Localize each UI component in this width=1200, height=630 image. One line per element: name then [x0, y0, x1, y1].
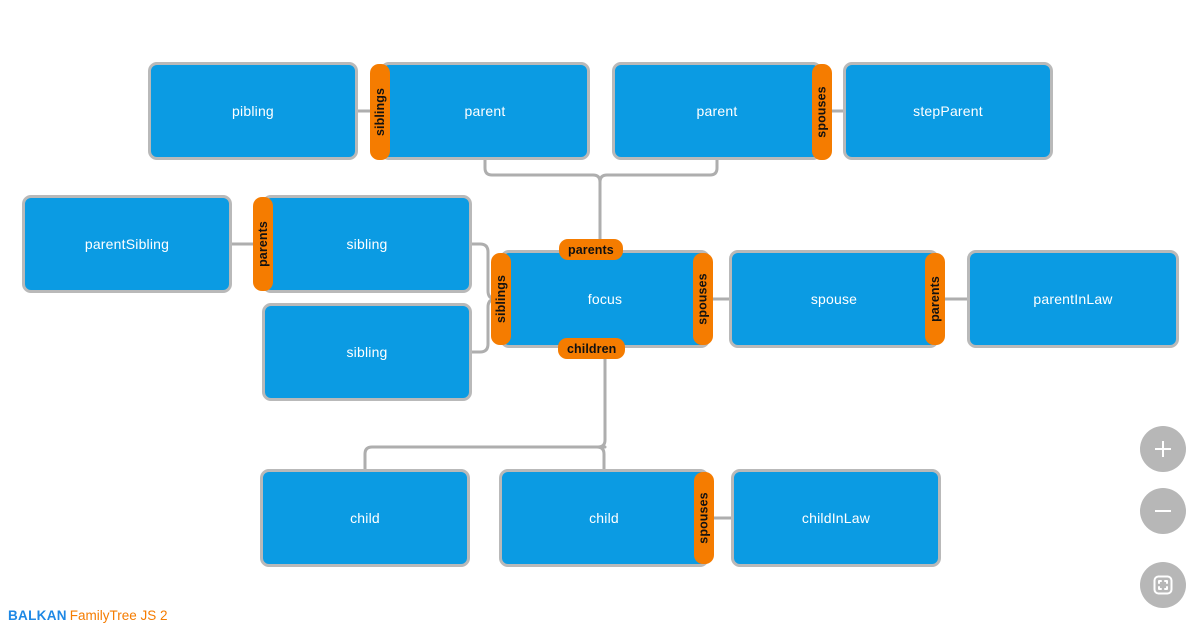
- zoom-in-button[interactable]: [1140, 426, 1186, 472]
- node-parent-sibling[interactable]: parentSibling: [22, 195, 232, 293]
- node-label: parent: [696, 103, 738, 119]
- badge-siblings-focus[interactable]: siblings: [491, 253, 511, 345]
- badge-parents-spouse[interactable]: parents: [925, 253, 945, 345]
- node-label: childInLaw: [801, 510, 871, 526]
- badge-siblings-pibling-parent[interactable]: siblings: [370, 64, 390, 160]
- zoom-out-button[interactable]: [1140, 488, 1186, 534]
- link-parents-bracket: [483, 158, 602, 252]
- badge-label: parents: [568, 242, 614, 257]
- badge-spouses-parent-stepparent[interactable]: spouses: [812, 64, 832, 160]
- node-child-1[interactable]: child: [260, 469, 470, 567]
- node-label: spouse: [810, 291, 858, 307]
- badge-children-focus[interactable]: children: [558, 338, 626, 359]
- node-spouse[interactable]: spouse: [729, 250, 939, 348]
- link-parent2-bracket: [598, 158, 719, 184]
- node-child-2[interactable]: child: [499, 469, 709, 567]
- node-label: parentInLaw: [1033, 291, 1113, 307]
- node-step-parent[interactable]: stepParent: [843, 62, 1053, 160]
- product-name: FamilyTree JS 2: [69, 608, 168, 623]
- node-child-in-law[interactable]: childInLaw: [731, 469, 941, 567]
- plus-icon: [1155, 441, 1171, 457]
- badge-parents-focus[interactable]: parents: [559, 239, 623, 260]
- badge-label: spouses: [696, 273, 711, 325]
- badge-spouses-child[interactable]: spouses: [694, 472, 714, 564]
- badge-label: siblings: [373, 87, 387, 137]
- node-focus[interactable]: focus: [500, 250, 710, 348]
- badge-label: spouses: [815, 86, 830, 138]
- badge-label: siblings: [494, 274, 508, 324]
- badge-spouses-focus[interactable]: spouses: [693, 253, 713, 345]
- link-child2-branch: [595, 445, 607, 471]
- node-sibling-1[interactable]: sibling: [262, 195, 472, 293]
- node-label: parentSibling: [84, 236, 170, 252]
- badge-label: parents: [256, 221, 271, 267]
- node-pibling[interactable]: pibling: [148, 62, 358, 160]
- node-parent-2[interactable]: parent: [612, 62, 822, 160]
- node-parent-in-law[interactable]: parentInLaw: [967, 250, 1179, 348]
- node-label: parent: [464, 103, 506, 119]
- badge-label: parents: [928, 276, 943, 322]
- badge-parents-sibling[interactable]: parents: [253, 197, 273, 291]
- badge-label: spouses: [697, 492, 712, 544]
- node-label: child: [350, 510, 380, 526]
- node-parent-1[interactable]: parent: [380, 62, 590, 160]
- fit-screen-button[interactable]: [1140, 562, 1186, 608]
- minus-icon: [1155, 510, 1171, 512]
- node-label: stepParent: [913, 103, 983, 119]
- fit-screen-icon: [1153, 575, 1173, 595]
- badge-label: children: [567, 341, 617, 356]
- node-label: sibling: [346, 236, 388, 252]
- node-label: child: [589, 510, 619, 526]
- node-label: focus: [587, 291, 623, 307]
- brand-name: BALKAN: [8, 608, 67, 623]
- node-sibling-2[interactable]: sibling: [262, 303, 472, 401]
- node-label: sibling: [346, 344, 388, 360]
- node-label: pibling: [232, 103, 274, 119]
